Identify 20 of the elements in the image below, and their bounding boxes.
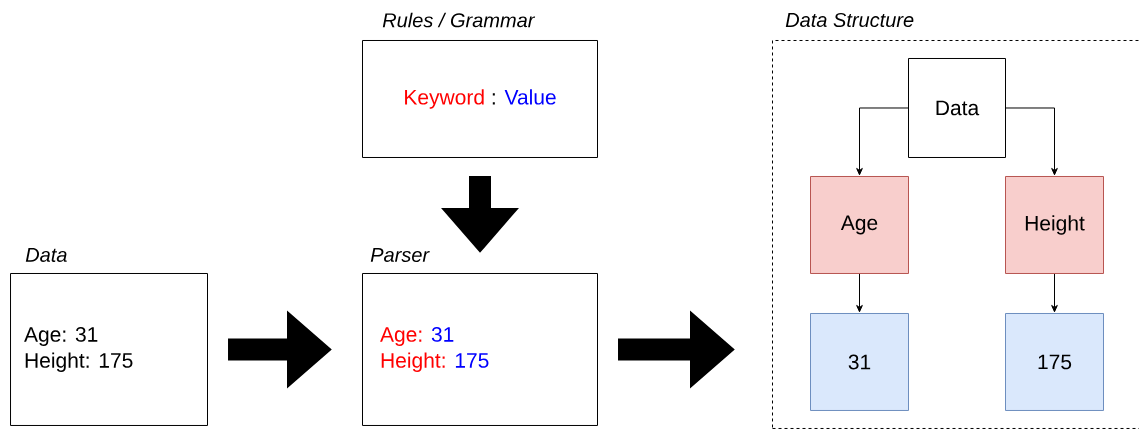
- heading: Data Structure: [785, 12, 914, 28]
- arrow: [856, 273, 863, 313]
- data-box: Age: 31 Height: 175: [10, 273, 208, 426]
- node-label: 175: [455, 353, 489, 368]
- heading: Parser: [370, 248, 430, 262]
- key-box: Age: [810, 176, 909, 274]
- node-label: 31: [431, 326, 454, 342]
- key-box: Height: [1005, 176, 1104, 274]
- node-label: Height:: [381, 352, 445, 372]
- heading: Rules / Grammar: [382, 12, 536, 28]
- arrow: [1005, 107, 1058, 176]
- rules-box: Keyword : Value: [362, 40, 598, 158]
- heading: Data: [25, 248, 67, 262]
- value-box: 31: [810, 313, 909, 411]
- arrow: [1051, 273, 1058, 313]
- parser-box: Age: 31 Height: 175: [362, 273, 598, 426]
- arrow: [856, 107, 909, 176]
- tree-box: Data: [908, 58, 1006, 158]
- node-label: Age:: [380, 327, 422, 346]
- value-box: 175: [1005, 313, 1104, 411]
